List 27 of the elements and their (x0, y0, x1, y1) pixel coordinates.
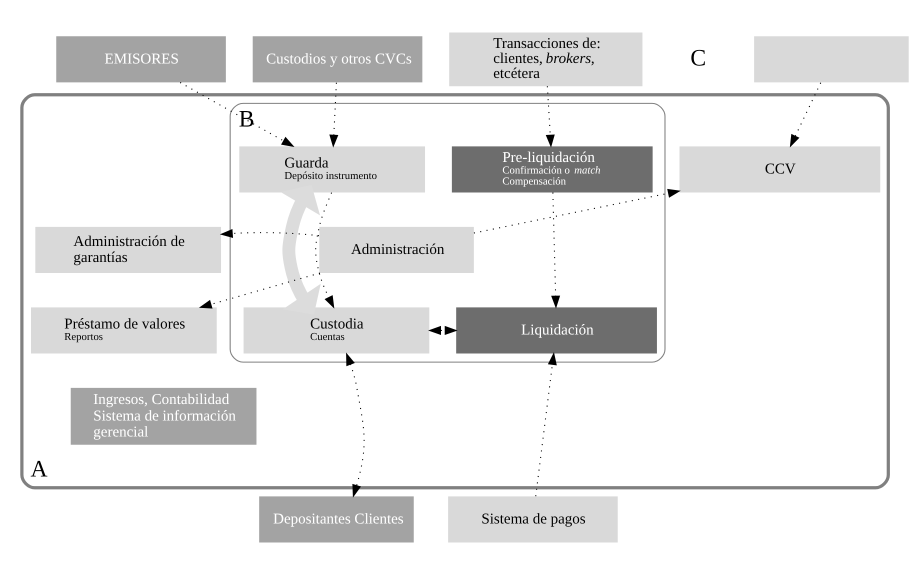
arrow (346, 352, 364, 498)
arrow (550, 192, 560, 309)
arrow (473, 188, 680, 234)
arrow (789, 82, 821, 148)
node-box: Custodia Cuentas (243, 307, 429, 354)
node-box: CCV (678, 146, 880, 192)
arrow (545, 86, 554, 148)
node-box: Administración (318, 226, 474, 273)
arrow (314, 192, 334, 309)
node-box: Liquidación (456, 307, 656, 354)
node-box: EMISORES (56, 36, 226, 82)
arrow (179, 82, 294, 148)
node-box: Pre-liquidación Confirmación o match Compensación (451, 146, 652, 192)
arrow (198, 272, 320, 309)
node-box: Ingresos, Contabilidad Sistema de información gerencial (70, 388, 256, 445)
node-box: Sistema de pagos (448, 496, 618, 542)
node-box: Préstamo de valores Reportos (30, 307, 216, 354)
node-box: Transacciones de: clientes, brokers, etcétera (448, 32, 642, 86)
node-box: Guarda Depósito instrumento (238, 146, 425, 192)
node-box (754, 36, 908, 82)
label: C (690, 45, 706, 72)
arrow (219, 228, 318, 238)
arrow (428, 326, 458, 335)
node-box: Depositantes Clientes (258, 496, 414, 542)
node-box: Administración de garantías (34, 226, 221, 273)
node-box: Custodios y otros CVCs (252, 36, 422, 82)
arrow (328, 82, 338, 148)
